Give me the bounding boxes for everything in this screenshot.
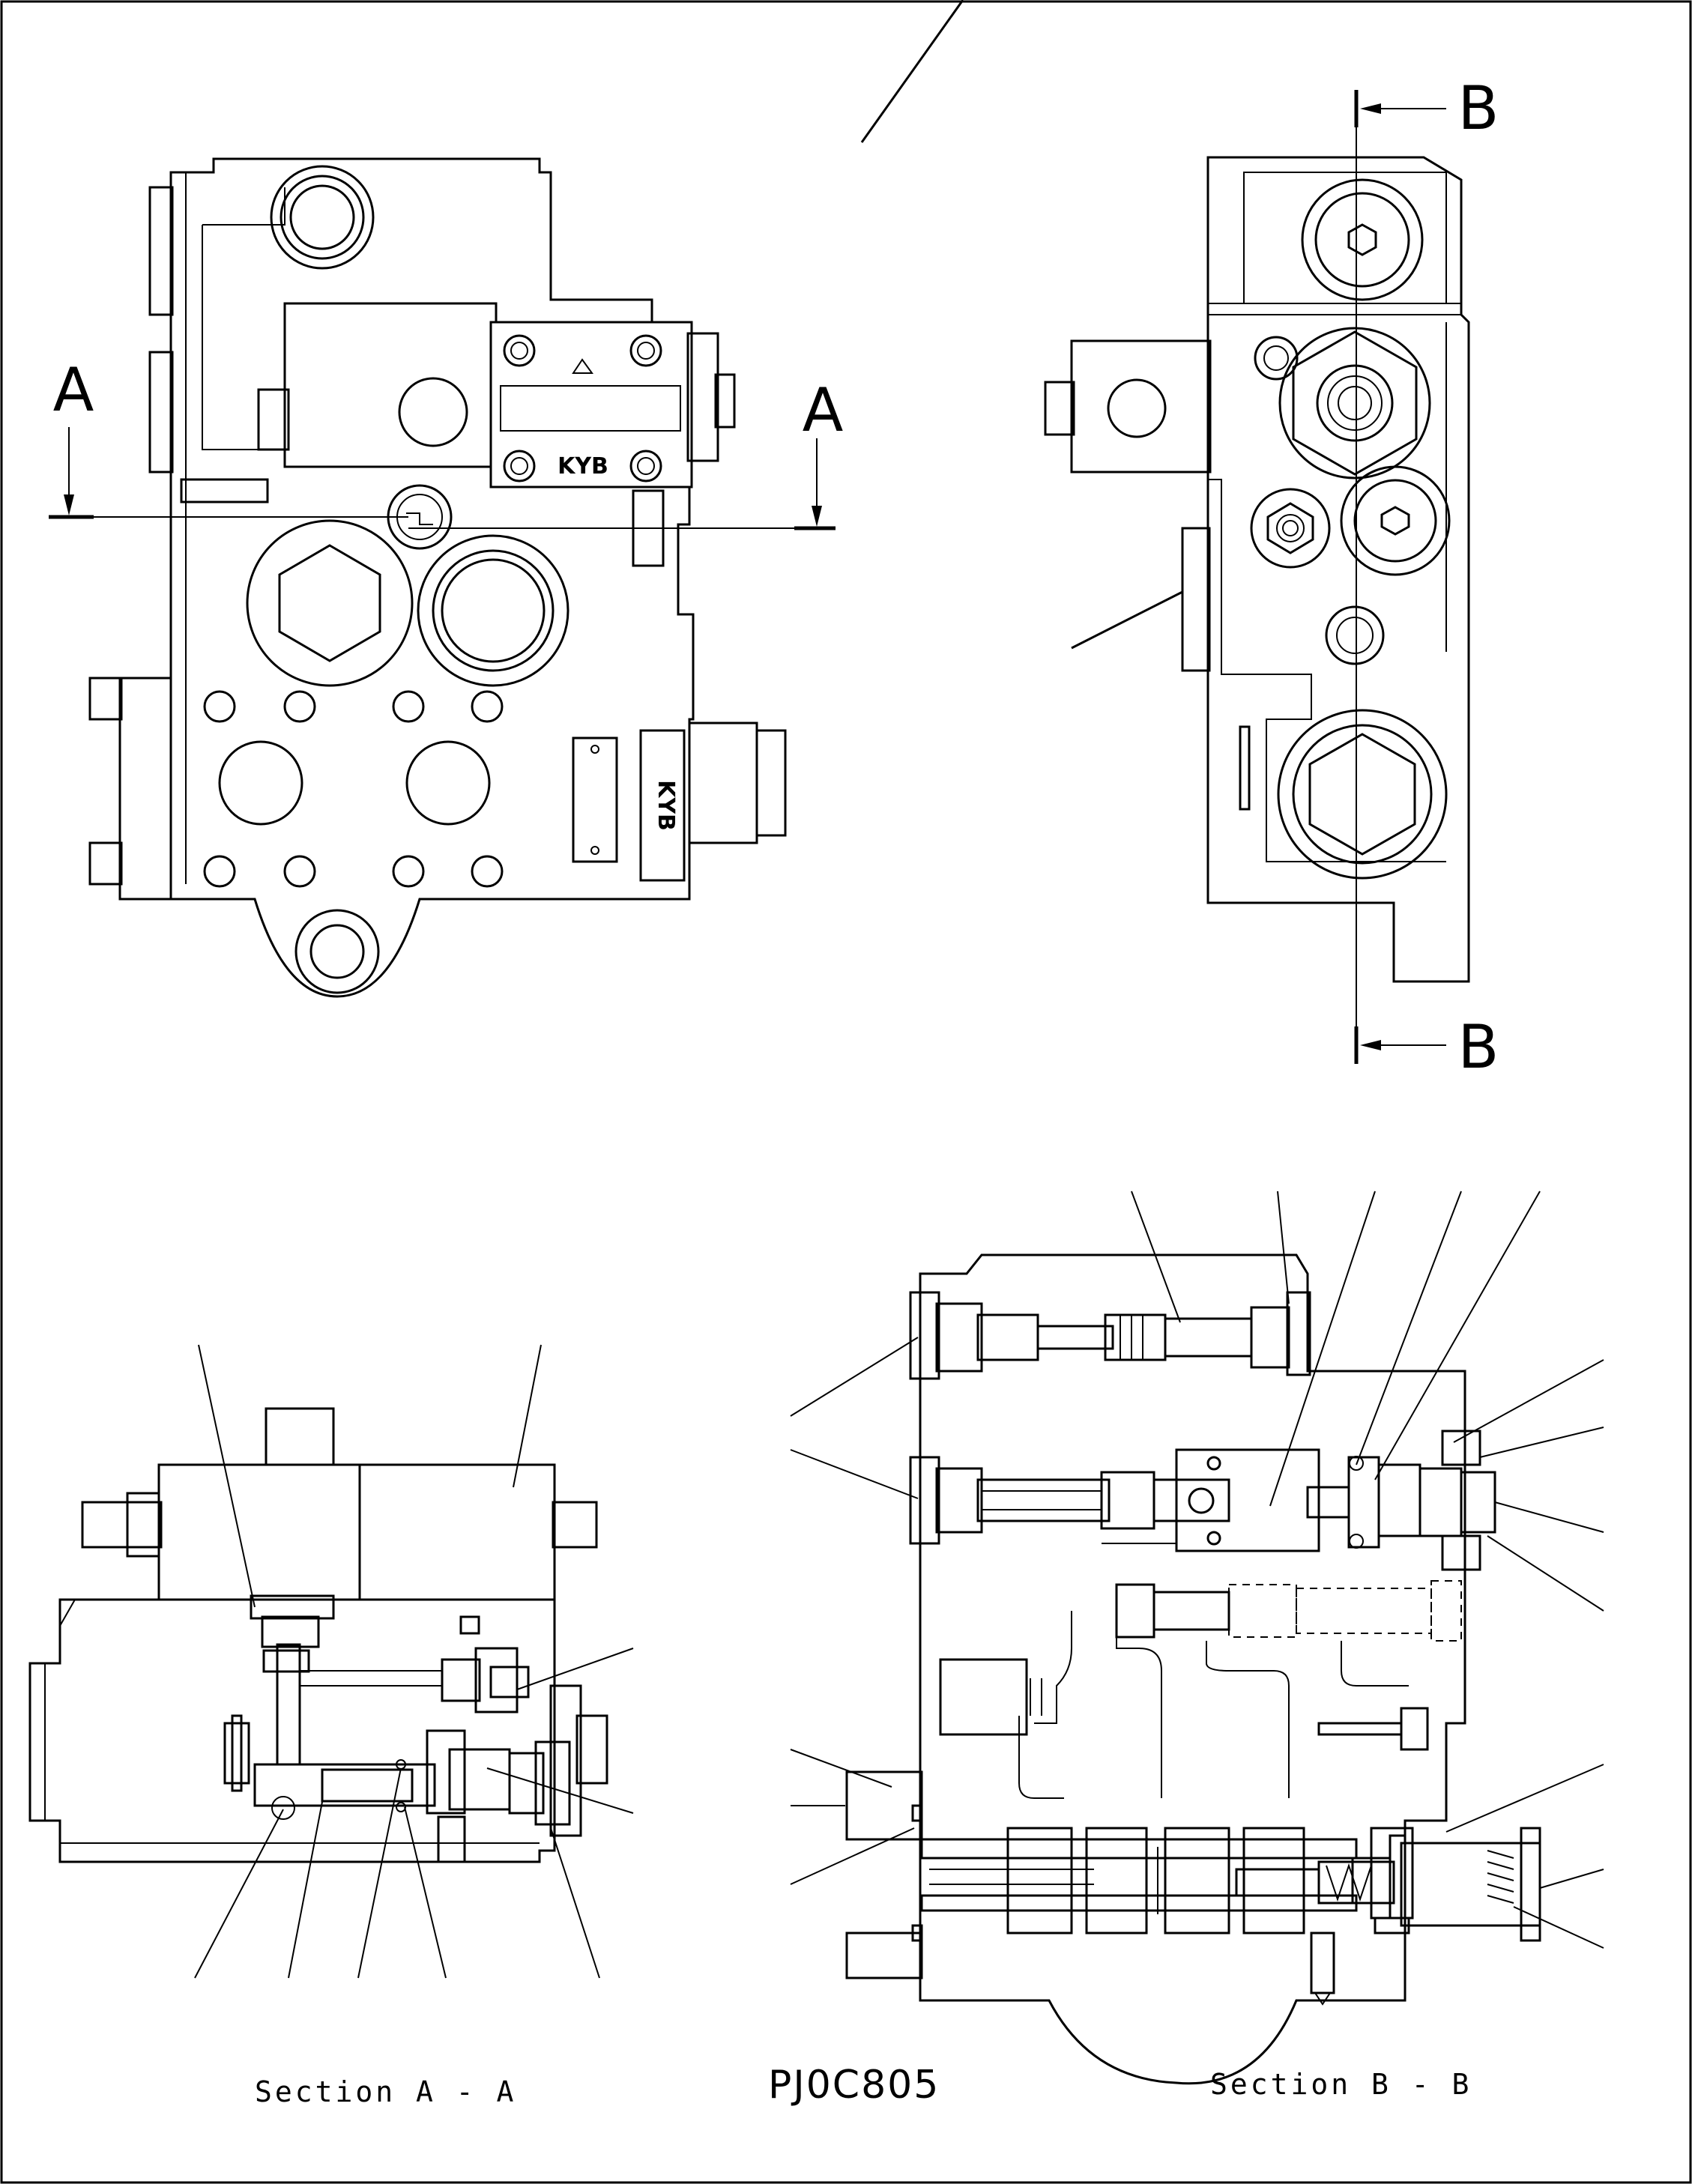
side-view (1044, 156, 1470, 983)
side-view-body (1206, 156, 1470, 983)
section-a-cutting-line: A A (49, 355, 844, 530)
leader-line-top (860, 0, 964, 143)
section-b-cutting-line: B B (1354, 73, 1499, 1082)
section-b-body (919, 1253, 1466, 2085)
section-a-body (28, 1598, 556, 1863)
section-b-marker-top: B (1458, 73, 1499, 143)
section-a-caption: Section A - A (255, 2075, 516, 2108)
solenoid-block (283, 302, 498, 468)
brand-mark-side: KYB (653, 780, 679, 831)
drawing-code: PJ0C805 (768, 2063, 940, 2108)
section-a-marker-right: A (803, 375, 844, 445)
section-b-view (790, 1191, 1604, 2085)
brand-mark-top: KYB (558, 453, 608, 480)
section-a-view (28, 1344, 634, 1979)
section-b-caption: Section B - B (1210, 2068, 1472, 2101)
front-view-body (169, 157, 695, 998)
front-view: KYB KYB (88, 157, 787, 998)
section-a-marker-left: A (53, 355, 94, 425)
section-b-marker-bottom: B (1458, 1012, 1499, 1082)
